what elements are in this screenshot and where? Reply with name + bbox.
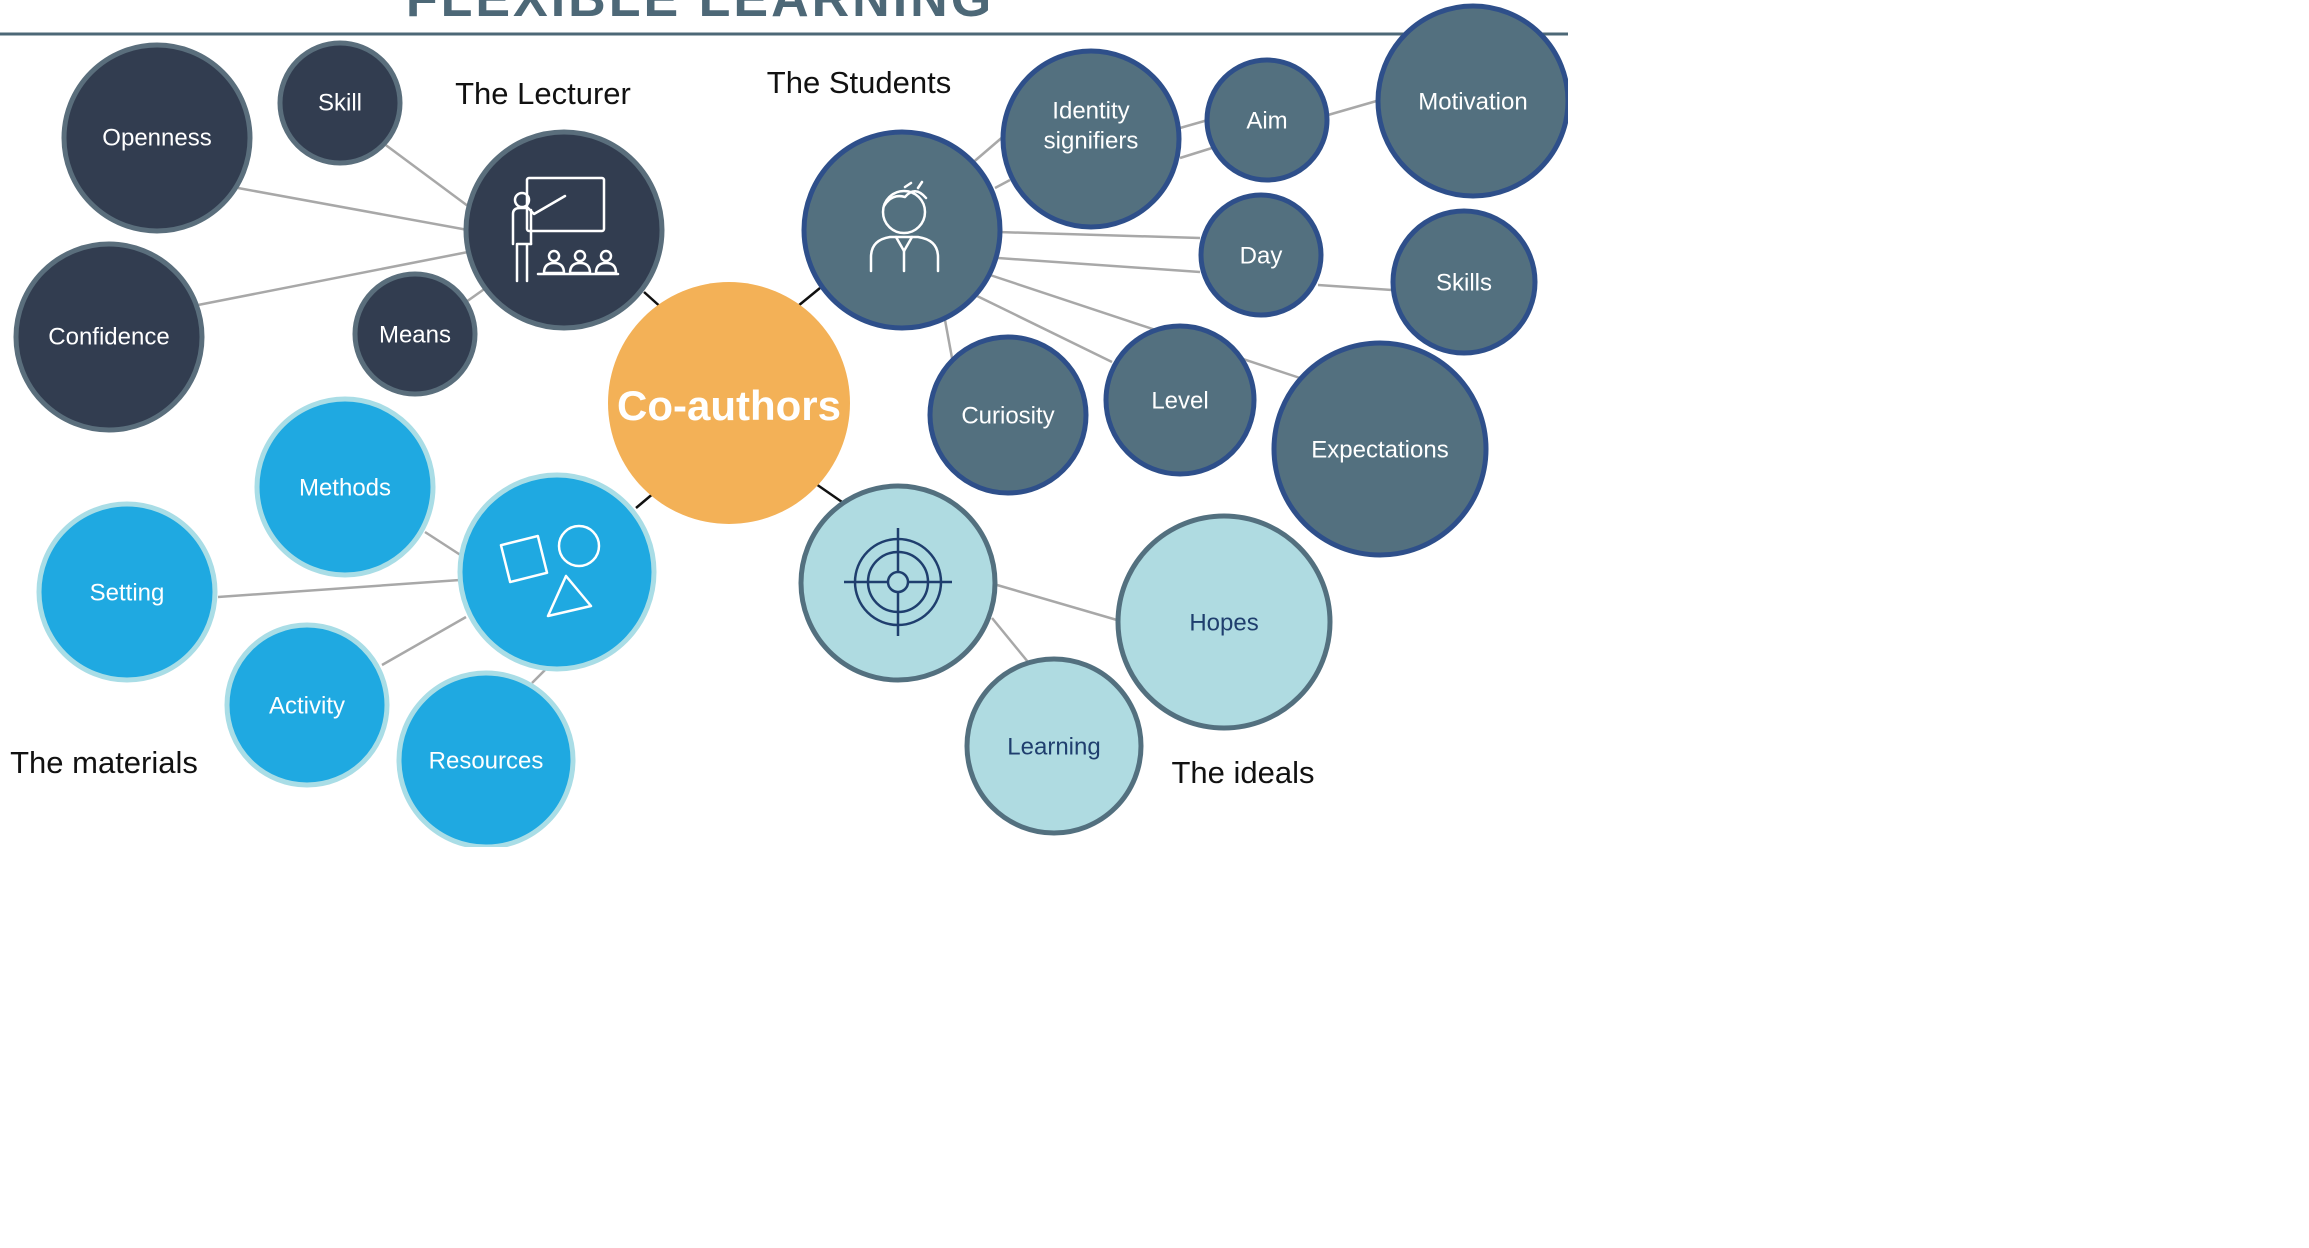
- node-learning-label: Learning: [1007, 733, 1100, 760]
- node-activity: Activity: [224, 622, 390, 788]
- node-level: Level: [1103, 323, 1257, 477]
- node-means: Means: [352, 271, 478, 397]
- node-skills: Skills: [1390, 208, 1538, 356]
- shapes-icon: [499, 524, 601, 618]
- connector-activity: [381, 615, 467, 667]
- hub-students: [801, 129, 1003, 331]
- connector-expectations: [989, 273, 1301, 380]
- node-skill: Skill: [277, 40, 403, 166]
- node-identity-label-line2: signifiers: [1044, 127, 1139, 154]
- spoke-ideals: [815, 482, 843, 504]
- node-day: Day: [1198, 192, 1324, 318]
- hub-materials: [457, 472, 657, 672]
- connector-learning: [991, 617, 1029, 663]
- connector-openness: [237, 186, 469, 232]
- node-identity-label-line1: Identity: [1052, 97, 1129, 124]
- node-day-label: Day: [1240, 242, 1283, 269]
- node-activity-label: Activity: [269, 692, 345, 719]
- node-hopes-label: Hopes: [1189, 609, 1258, 636]
- group-label-students: The Students: [767, 65, 951, 100]
- group-label-ideals: The ideals: [1171, 755, 1314, 790]
- node-motivation-label: Motivation: [1418, 88, 1527, 115]
- ideals-group: Hopes Learning The ideals: [798, 483, 1333, 836]
- node-confidence-label: Confidence: [48, 323, 169, 350]
- node-curiosity-label: Curiosity: [961, 402, 1054, 429]
- node-curiosity: Curiosity: [927, 334, 1089, 496]
- center-label: Co-authors: [617, 382, 841, 429]
- hub-ideals: [798, 483, 998, 683]
- teacher-presentation-icon: [511, 176, 620, 283]
- connector-day-a: [997, 230, 1201, 240]
- students-group: Identity signifiers Aim Motivation Day S…: [767, 3, 1568, 558]
- node-expectations: Expectations: [1271, 340, 1489, 558]
- connector-aim-b: [1179, 146, 1213, 160]
- group-label-materials: The materials: [10, 745, 198, 780]
- node-resources: Resources: [396, 670, 576, 847]
- connector-skills: [1317, 283, 1393, 292]
- connector-identity-a: [969, 134, 1006, 166]
- node-expectations-label: Expectations: [1311, 436, 1448, 463]
- connector-setting: [217, 578, 461, 599]
- node-hopes: Hopes: [1115, 513, 1333, 731]
- node-means-label: Means: [379, 321, 451, 348]
- student-person-icon: [869, 180, 940, 273]
- node-skills-label: Skills: [1436, 269, 1492, 296]
- diagram-title: FLEXIBLE LEARNING: [406, 0, 994, 28]
- node-learning: Learning: [964, 656, 1144, 836]
- connector-lines: [197, 98, 1393, 684]
- node-level-label: Level: [1151, 387, 1208, 414]
- lecturer-group: Openness Skill Confidence Means: [13, 40, 665, 433]
- node-aim-label: Aim: [1246, 107, 1287, 134]
- connector-methods: [424, 530, 463, 558]
- group-label-lecturer: The Lecturer: [455, 76, 631, 111]
- connector-level: [974, 293, 1113, 364]
- connector-motivation: [1327, 98, 1381, 117]
- node-confidence: Confidence: [13, 241, 205, 433]
- connector-curiosity: [943, 319, 954, 359]
- node-openness: Openness: [61, 42, 253, 234]
- connector-skill: [382, 141, 481, 217]
- mind-map-diagram: FLEXIBLE LEARNING Co-authors: [0, 0, 1568, 847]
- node-aim: Aim: [1204, 57, 1330, 183]
- connector-aim-a: [1179, 118, 1209, 130]
- connector-confidence: [197, 250, 469, 307]
- connector-resources: [531, 669, 546, 684]
- node-identity-signifiers: Identity signifiers: [1000, 48, 1182, 230]
- node-motivation: Motivation: [1375, 3, 1568, 199]
- materials-group: Methods Setting Activity Resources The m…: [10, 396, 657, 847]
- node-methods-label: Methods: [299, 474, 391, 501]
- node-methods: Methods: [254, 396, 436, 578]
- target-icon: [844, 528, 952, 636]
- hub-lecturer: [463, 129, 665, 331]
- node-setting: Setting: [36, 501, 218, 683]
- node-resources-label: Resources: [429, 747, 544, 774]
- connector-hopes: [996, 583, 1118, 622]
- node-skill-label: Skill: [318, 89, 362, 116]
- center-node-co-authors: Co-authors: [608, 282, 850, 524]
- node-setting-label: Setting: [90, 579, 165, 606]
- connector-day-b: [997, 256, 1201, 274]
- connector-identity-b: [994, 178, 1011, 190]
- spoke-students: [797, 287, 821, 307]
- node-openness-label: Openness: [102, 124, 211, 151]
